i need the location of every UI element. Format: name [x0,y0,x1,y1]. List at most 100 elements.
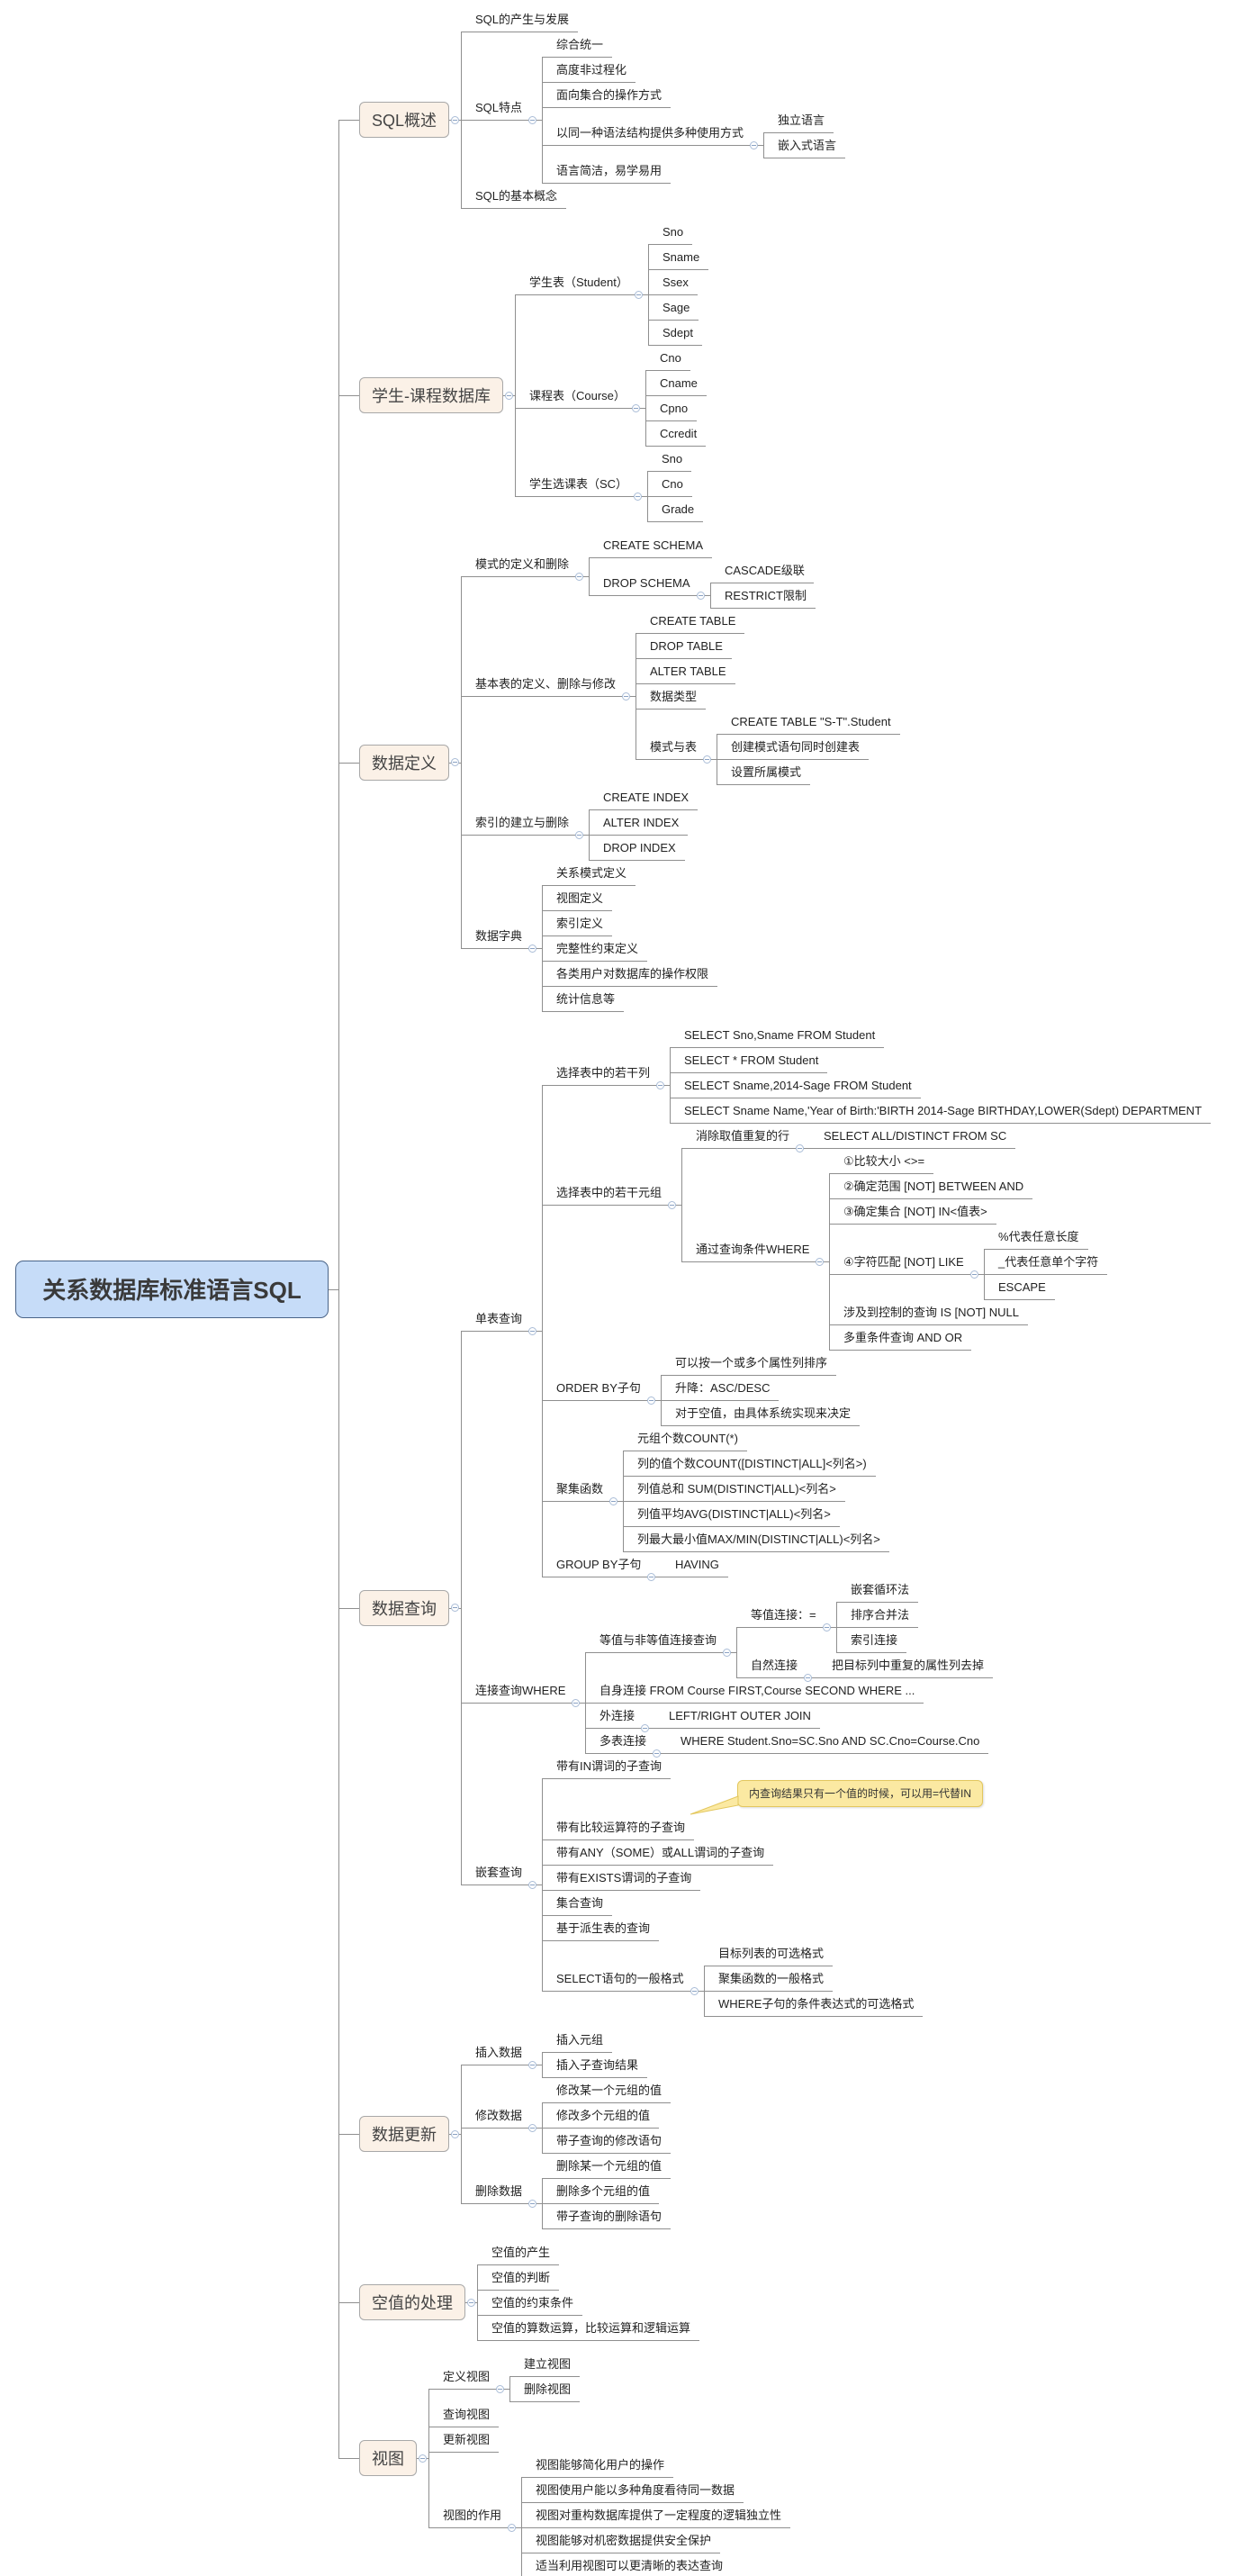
leaf-topic[interactable]: 创建模式语句同时创建表 [731,740,861,754]
collapse-toggle-icon[interactable] [450,2129,459,2138]
leaf-topic[interactable]: HAVING [675,1558,719,1571]
collapse-toggle-icon[interactable] [633,492,642,501]
leaf-topic[interactable]: 列值平均AVG(DISTINCT|ALL)<列名> [637,1507,831,1521]
main-topic-box[interactable]: 空值的处理 [359,2284,465,2320]
leaf-topic[interactable]: 带有IN谓词的子查询 [556,1759,663,1773]
leaf-topic[interactable]: CREATE SCHEMA [603,538,703,552]
leaf-topic[interactable]: CREATE TABLE "S-T".Student [731,715,891,728]
leaf-topic[interactable]: SELECT Sno,Sname FROM Student [684,1028,876,1042]
leaf-topic[interactable]: ②确定范围 [NOT] BETWEEN AND [843,1180,1024,1193]
leaf-topic[interactable]: SELECT * FROM Student [684,1053,819,1067]
leaf-topic[interactable]: CREATE TABLE [650,614,736,628]
leaf-topic[interactable]: 基于派生表的查询 [556,1921,651,1935]
leaf-topic[interactable]: 带有EXISTS谓词的子查询 [556,1871,692,1885]
subtopic[interactable]: 嵌套查询 [475,1866,523,1879]
leaf-topic[interactable]: 面向集合的操作方式 [556,88,663,102]
leaf-topic[interactable]: 嵌入式语言 [778,139,837,152]
collapse-toggle-icon[interactable] [696,591,705,600]
collapse-toggle-icon[interactable] [969,1270,978,1279]
leaf-topic[interactable]: 聚集函数的一般格式 [718,1972,825,1985]
leaf-topic[interactable]: 插入子查询结果 [556,2058,639,2072]
leaf-topic[interactable]: CASCADE级联 [725,564,805,577]
leaf-topic[interactable]: ESCAPE [998,1280,1046,1294]
leaf-topic[interactable]: 完整性约束定义 [556,942,639,955]
collapse-toggle-icon[interactable] [646,1572,655,1581]
collapse-toggle-icon[interactable] [795,1143,804,1152]
main-topic-box[interactable]: 视图 [359,2440,417,2476]
collapse-toggle-icon[interactable] [608,1496,618,1505]
subtopic[interactable]: 视图的作用 [443,2508,502,2522]
leaf-topic[interactable]: 视图能够对机密数据提供安全保护 [536,2534,712,2547]
central-topic[interactable]: 关系数据库标准语言SQL [15,1260,329,1318]
leaf-topic[interactable]: CREATE INDEX [603,791,690,804]
leaf-topic[interactable]: Grade [662,502,695,516]
leaf-topic[interactable]: 多重条件查询 AND OR [843,1331,963,1344]
leaf-topic[interactable]: 升降：ASC/DESC [675,1381,771,1395]
leaf-topic[interactable]: SELECT Sname,2014-Sage FROM Student [684,1079,912,1092]
collapse-toggle-icon[interactable] [803,1673,812,1682]
leaf-topic[interactable]: Sdept [663,326,693,339]
collapse-toggle-icon[interactable] [507,2523,516,2532]
subtopic[interactable]: 课程表（Course） [529,389,626,402]
subtopic[interactable]: 模式与表 [650,740,698,754]
leaf-topic[interactable]: 建立视图 [524,2357,572,2371]
collapse-toggle-icon[interactable] [466,2298,475,2307]
leaf-topic[interactable]: WHERE Student.Sno=SC.Sno AND SC.Cno=Cour… [681,1734,980,1748]
leaf-topic[interactable]: 带子查询的删除语句 [556,2210,663,2223]
leaf-topic[interactable]: DROP TABLE [650,639,723,653]
leaf-topic[interactable]: 更新视图 [443,2433,491,2446]
leaf-topic[interactable]: RESTRICT限制 [725,589,807,602]
leaf-topic[interactable]: 带有ANY（SOME）或ALL谓词的子查询 [556,1846,765,1859]
subtopic[interactable]: 通过查询条件WHERE [696,1243,810,1256]
leaf-topic[interactable]: 把目标列中重复的属性列去掉 [832,1659,985,1672]
leaf-topic[interactable]: 语言简洁，易学易用 [556,164,663,177]
subtopic[interactable]: DROP SCHEMA [603,576,690,590]
leaf-topic[interactable]: 修改多个元组的值 [556,2109,651,2122]
leaf-topic[interactable]: Cno [662,477,683,491]
subtopic[interactable]: SQL特点 [475,101,523,114]
subtopic[interactable]: 以同一种语法结构提供多种使用方式 [556,126,744,140]
leaf-topic[interactable]: Sname [663,250,700,264]
subtopic[interactable]: 聚集函数 [556,1482,604,1496]
leaf-topic[interactable]: Cpno [660,402,689,415]
leaf-topic[interactable]: 自身连接 FROM Course FIRST,Course SECOND WHE… [599,1684,915,1697]
subtopic[interactable]: 学生表（Student） [529,276,628,289]
subtopic[interactable]: 自然连接 [751,1659,798,1672]
leaf-topic[interactable]: 目标列表的可选格式 [718,1947,825,1960]
leaf-topic[interactable]: SELECT Sname Name,'Year of Birth:'BIRTH … [684,1104,1203,1117]
collapse-toggle-icon[interactable] [815,1257,824,1266]
leaf-topic[interactable]: 查询视图 [443,2408,491,2421]
leaf-topic[interactable]: 综合统一 [556,38,604,51]
leaf-topic[interactable]: 列的值个数COUNT([DISTINCT|ALL]<列名>) [637,1457,867,1470]
collapse-toggle-icon[interactable] [574,830,583,839]
collapse-toggle-icon[interactable] [527,115,536,124]
leaf-topic[interactable]: %代表任意长度 [998,1230,1079,1243]
leaf-topic[interactable]: 集合查询 [556,1896,604,1910]
leaf-topic[interactable]: 空值的产生 [491,2246,551,2259]
leaf-topic[interactable]: ALTER INDEX [603,816,680,829]
leaf-topic[interactable]: 视图对重构数据库提供了一定程度的逻辑独立性 [536,2508,782,2522]
collapse-toggle-icon[interactable] [640,1723,649,1732]
leaf-topic[interactable]: 空值的判断 [491,2271,551,2284]
subtopic[interactable]: 学生选课表（SC） [529,477,628,491]
collapse-toggle-icon[interactable] [527,1326,536,1335]
leaf-topic[interactable]: 修改某一个元组的值 [556,2083,663,2097]
subtopic[interactable]: 数据字典 [475,929,523,943]
leaf-topic[interactable]: 适当利用视图可以更清晰的表达查询 [536,2559,724,2572]
leaf-topic[interactable]: 涉及到控制的查询 IS [NOT] NULL [843,1306,1020,1319]
leaf-topic[interactable]: Sno [663,225,684,239]
main-topic-box[interactable]: 数据更新 [359,2116,449,2152]
collapse-toggle-icon[interactable] [527,2199,536,2208]
leaf-topic[interactable]: 嵌套循环法 [851,1583,910,1596]
collapse-toggle-icon[interactable] [702,755,711,764]
leaf-topic[interactable]: _代表任意单个字符 [998,1255,1099,1269]
leaf-topic[interactable]: 关系模式定义 [556,866,627,880]
leaf-topic[interactable]: 列最大最小值MAX/MIN(DISTINCT|ALL)<列名> [637,1532,880,1546]
subtopic[interactable]: ④字符匹配 [NOT] LIKE [843,1255,964,1269]
leaf-topic[interactable]: Cno [660,351,681,365]
leaf-topic[interactable]: 索引连接 [851,1633,898,1647]
collapse-toggle-icon[interactable] [667,1200,676,1209]
collapse-toggle-icon[interactable] [631,403,640,412]
leaf-topic[interactable]: 删除多个元组的值 [556,2184,651,2198]
leaf-topic[interactable]: 视图定义 [556,891,604,905]
